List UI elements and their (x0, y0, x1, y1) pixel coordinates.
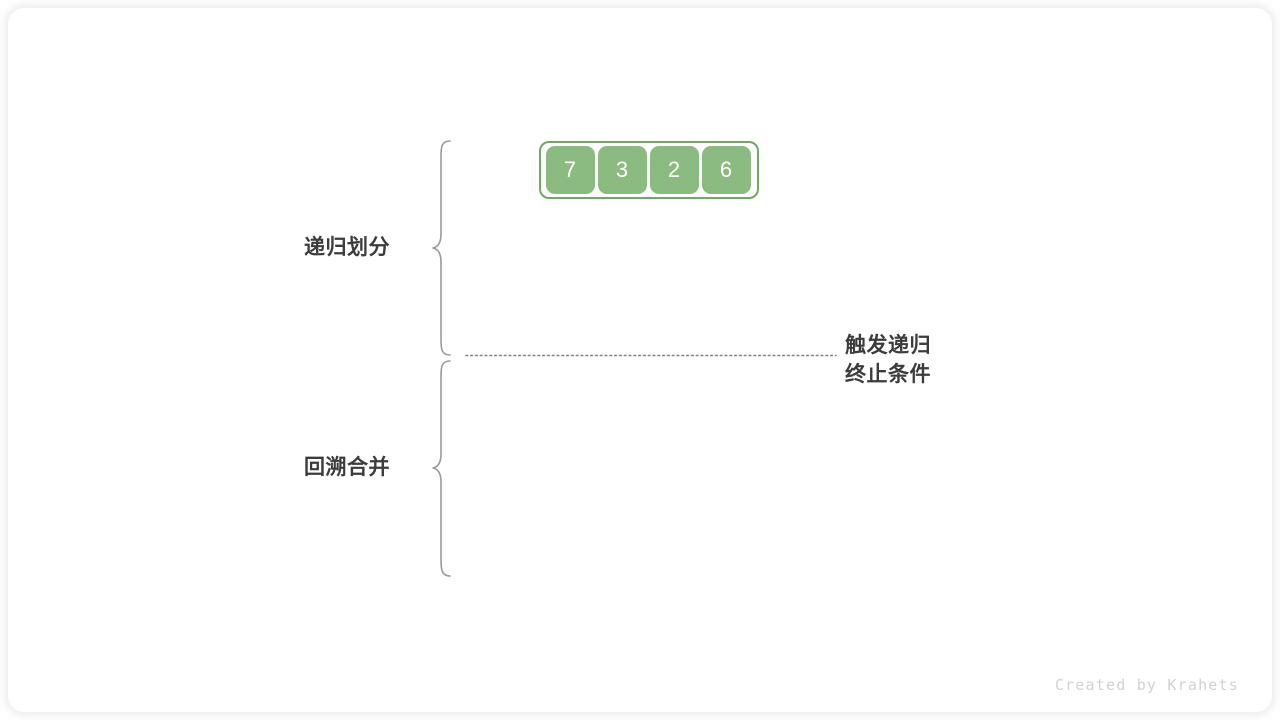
array-cell: 2 (649, 146, 699, 194)
array-cell: 7 (545, 146, 595, 194)
annotation-line-1: 触发递归 (845, 334, 931, 357)
base-case-annotation: 触发递归 终止条件 (845, 331, 931, 389)
array-cell: 6 (701, 146, 751, 194)
figure-card (8, 8, 1272, 712)
annotation-line-2: 终止条件 (845, 363, 931, 386)
divide-phase-label: 递归划分 (304, 236, 390, 259)
array-cell: 3 (597, 146, 647, 194)
input-array: 7 3 2 6 (539, 141, 759, 199)
merge-phase-label: 回溯合并 (304, 456, 390, 479)
watermark: Created by Krahets (1054, 676, 1239, 694)
